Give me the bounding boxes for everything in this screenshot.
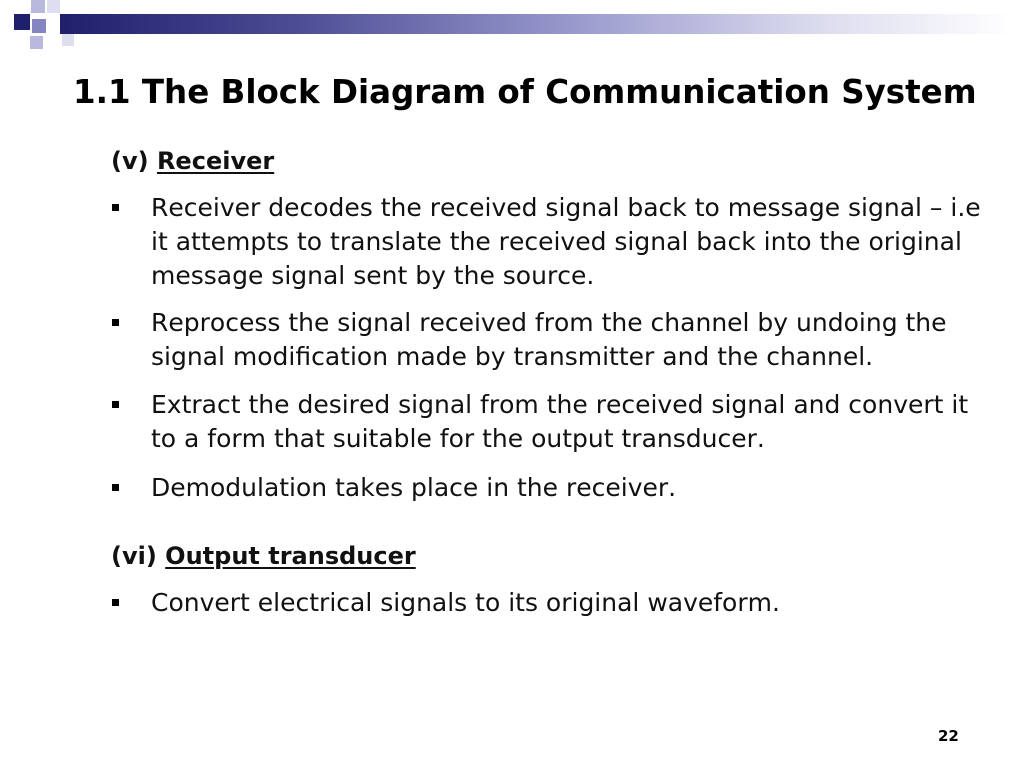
header-gradient-bar bbox=[60, 14, 1012, 34]
page-number: 22 bbox=[938, 727, 959, 745]
square-bullet-icon bbox=[112, 319, 119, 326]
decor-square bbox=[14, 14, 30, 30]
bullet-text: Receiver decodes the received signal bac… bbox=[151, 193, 981, 290]
bullet-text: Reprocess the signal received from the c… bbox=[151, 308, 947, 371]
section-number: (vi) bbox=[111, 542, 157, 570]
decor-square bbox=[31, 0, 45, 13]
decor-square bbox=[47, 0, 60, 13]
square-bullet-icon bbox=[112, 484, 119, 491]
decor-square bbox=[30, 36, 43, 49]
square-bullet-icon bbox=[112, 401, 119, 408]
section-number: (v) bbox=[111, 147, 149, 175]
bullet-item: Reprocess the signal received from the c… bbox=[112, 306, 991, 374]
bullet-item: Extract the desired signal from the rece… bbox=[112, 388, 991, 456]
section-heading-receiver: (v) Receiver bbox=[111, 144, 274, 178]
bullet-item: Demodulation takes place in the receiver… bbox=[112, 471, 991, 505]
bullet-text: Convert electrical signals to its origin… bbox=[151, 588, 780, 617]
square-bullet-icon bbox=[112, 204, 119, 211]
section-title: Receiver bbox=[156, 147, 275, 175]
bullet-text: Demodulation takes place in the receiver… bbox=[151, 473, 677, 502]
bullet-text: Extract the desired signal from the rece… bbox=[151, 390, 969, 453]
bullet-item: Convert electrical signals to its origin… bbox=[112, 586, 991, 620]
slide-title: 1.1 The Block Diagram of Communication S… bbox=[73, 73, 977, 111]
section-title: Output transducer bbox=[165, 542, 416, 570]
square-bullet-icon bbox=[112, 599, 119, 606]
decor-square bbox=[32, 19, 46, 33]
decor-square bbox=[62, 34, 74, 46]
section-heading-output-transducer: (vi) Output transducer bbox=[111, 539, 416, 573]
bullet-item: Receiver decodes the received signal bac… bbox=[112, 191, 991, 293]
